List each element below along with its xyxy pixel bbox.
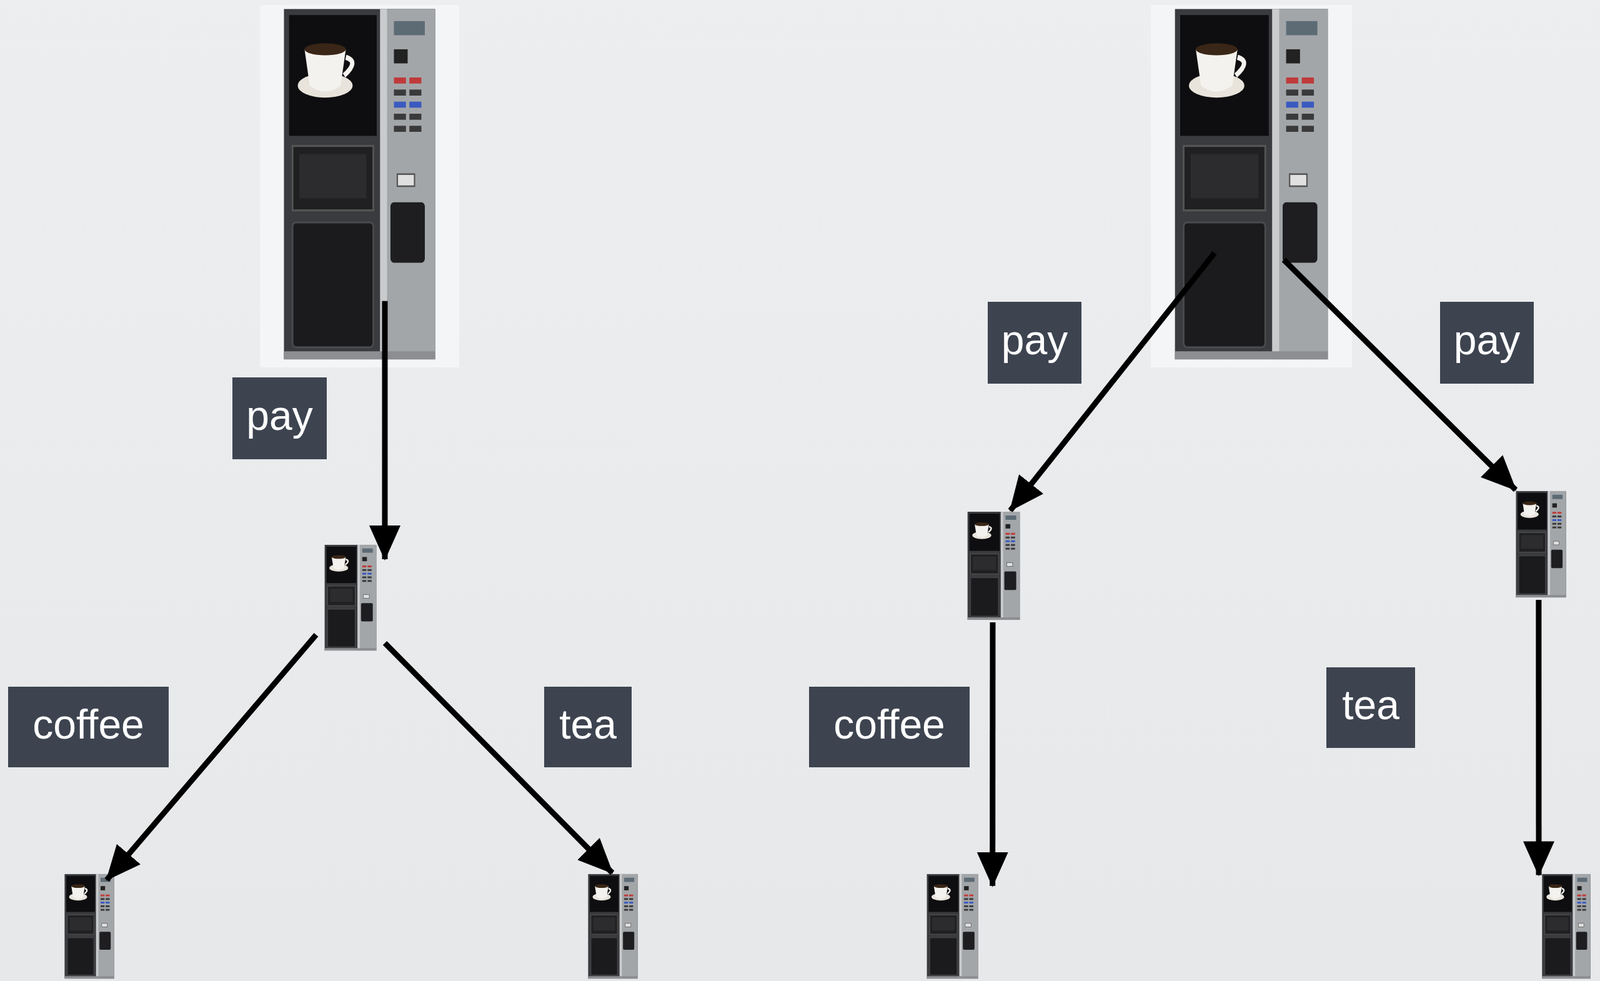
machine-drawing xyxy=(927,874,979,979)
edge-label: coffee xyxy=(809,686,970,768)
edge-label: tea xyxy=(544,686,632,768)
vending-machine-illustration xyxy=(61,872,118,981)
vending-machine xyxy=(963,510,1024,623)
vending-machine xyxy=(1150,4,1352,368)
vending-machine-illustration xyxy=(259,4,460,368)
vending-machine-illustration xyxy=(1512,489,1570,600)
vending-machine xyxy=(1512,489,1570,600)
edge-label: pay xyxy=(987,301,1082,384)
machine-drawing xyxy=(324,544,377,651)
machine-drawing xyxy=(284,8,436,360)
vending-machine-illustration xyxy=(1150,4,1352,368)
vending-machine xyxy=(321,543,380,653)
vending-machine-illustration xyxy=(923,872,982,981)
machine-drawing xyxy=(587,874,638,979)
vending-machine xyxy=(259,4,460,368)
machine-drawing xyxy=(1175,8,1329,360)
vending-machine-illustration xyxy=(1538,872,1594,981)
edge-label: coffee xyxy=(8,686,169,768)
vending-machine xyxy=(584,872,641,981)
edge-label: pay xyxy=(232,377,327,460)
vending-machine xyxy=(1538,872,1594,981)
vending-machine-illustration xyxy=(584,872,641,981)
edge-label: pay xyxy=(1440,301,1534,384)
machine-drawing xyxy=(1541,874,1591,979)
machine-drawing xyxy=(1515,491,1566,598)
vending-machine xyxy=(61,872,118,981)
vending-machine-illustration xyxy=(963,510,1024,623)
machine-drawing xyxy=(967,511,1021,620)
vending-machine-illustration xyxy=(321,543,380,653)
arrow-connector xyxy=(989,622,996,886)
vending-machine xyxy=(923,872,982,981)
edge-label: tea xyxy=(1326,667,1416,748)
arrow-connector xyxy=(1535,599,1542,875)
machine-drawing xyxy=(64,874,114,979)
